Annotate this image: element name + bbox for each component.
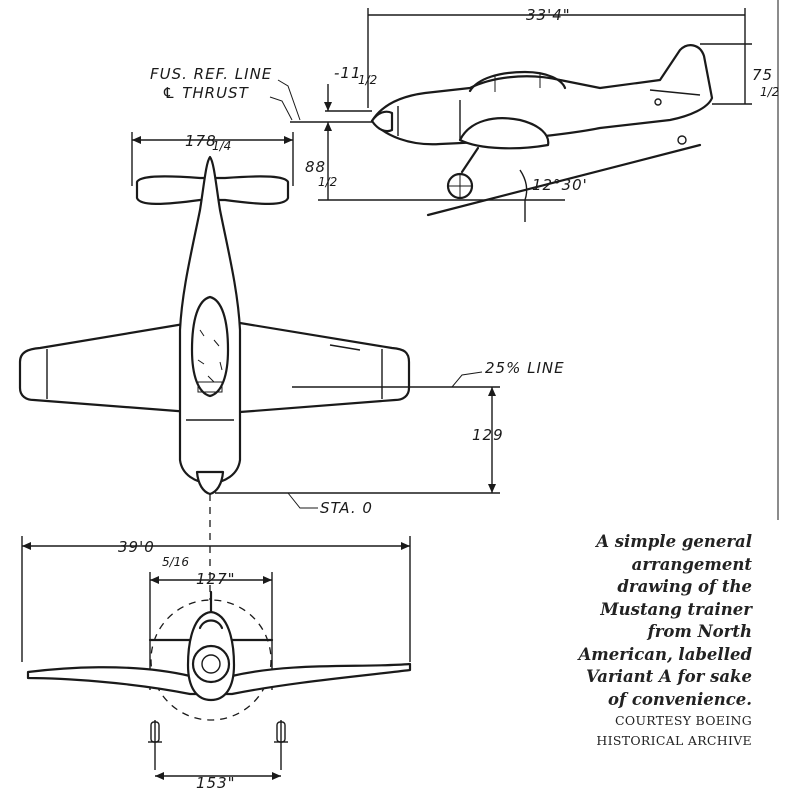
caption-line: of convenience. bbox=[607, 689, 752, 709]
side-landing-gear bbox=[460, 146, 480, 174]
caption-line: Mustang trainer bbox=[600, 599, 752, 619]
tail-height-frac: 1/2 bbox=[760, 85, 779, 99]
quarter-chord-label: 25% LINE bbox=[485, 359, 565, 377]
front-cowl bbox=[191, 644, 231, 684]
prop-diameter-label: 127" bbox=[196, 570, 236, 588]
top-spinner bbox=[195, 470, 225, 496]
front-canopy bbox=[198, 619, 224, 630]
thrust-offset-frac: 1/2 bbox=[358, 73, 377, 87]
side-length-label: 33'4" bbox=[526, 6, 571, 24]
fus-ref-line-label: FUS. REF. LINE bbox=[150, 65, 272, 83]
top-view: 178 1/4 25% LINE 129 STA. 0 bbox=[18, 132, 565, 600]
thrust-height-frac: 1/2 bbox=[318, 175, 337, 189]
prop-disc bbox=[150, 599, 272, 721]
side-canopy bbox=[468, 70, 567, 93]
thrust-offset-label: -11 bbox=[334, 64, 362, 82]
tail-span-frac: 1/4 bbox=[212, 139, 231, 153]
thrust-label: ℄ THRUST bbox=[162, 84, 250, 102]
track-label: 153" bbox=[196, 774, 236, 792]
thrust-height-label: 88 bbox=[305, 158, 326, 176]
top-fuselage bbox=[178, 155, 242, 486]
tail-height-label: 75 bbox=[752, 66, 773, 84]
figure-caption: A simple general arrangement drawing of … bbox=[552, 531, 752, 751]
dim-129-label: 129 bbox=[472, 426, 504, 444]
caption-line: American, labelled bbox=[578, 644, 752, 664]
side-wing-scoop bbox=[458, 117, 550, 150]
credit-line: HISTORICAL ARCHIVE bbox=[596, 733, 752, 748]
sta-zero-label: STA. 0 bbox=[320, 499, 373, 517]
ground-line bbox=[426, 143, 702, 217]
tail-span-label: 178 bbox=[185, 132, 217, 150]
wingspan-frac: 5/16 bbox=[162, 555, 189, 569]
credit-line: COURTESY BOEING bbox=[615, 713, 752, 728]
caption-line: Variant A for sake bbox=[586, 667, 752, 686]
caption-line: arrangement bbox=[631, 554, 752, 574]
side-fuselage bbox=[370, 44, 714, 146]
front-view: 39'0 5/16 127" 153" bbox=[21, 536, 412, 792]
wingspan-label: 39'0 bbox=[118, 538, 155, 556]
side-view: 33'4" 12°30' FUS. REF. L bbox=[150, 6, 779, 222]
ground-angle-label: 12°30' bbox=[532, 176, 588, 194]
caption-line: A simple general bbox=[596, 532, 752, 551]
top-canopy bbox=[190, 295, 230, 398]
caption-line: drawing of the bbox=[617, 577, 752, 596]
caption-line: from North bbox=[647, 622, 752, 641]
side-spinner bbox=[370, 110, 394, 133]
